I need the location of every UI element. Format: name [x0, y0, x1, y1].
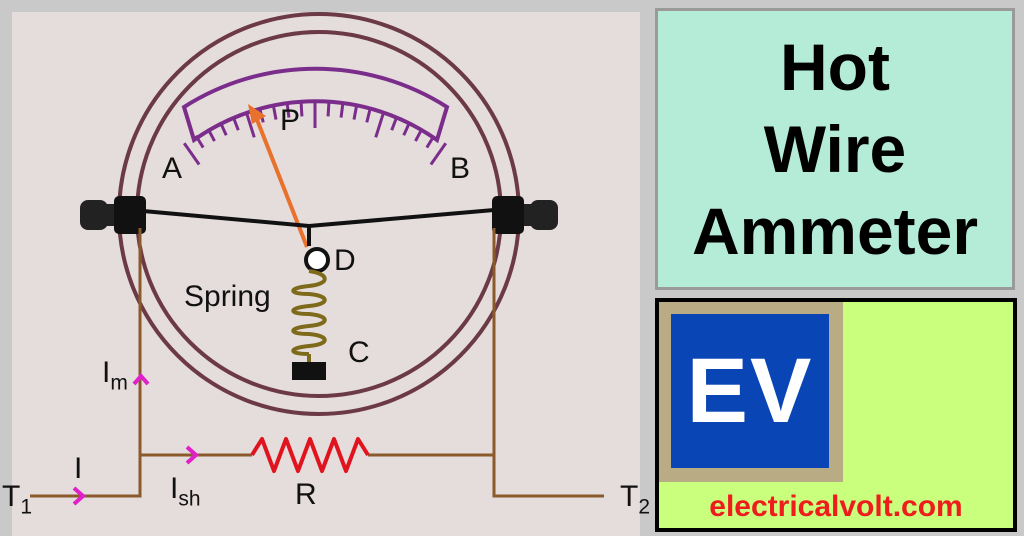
terminal-b — [492, 196, 558, 234]
diagram-drawing — [30, 12, 604, 506]
current-arrow-i — [72, 486, 87, 506]
scale-tick — [285, 103, 291, 118]
ev-logo: EV — [671, 314, 829, 468]
scale-tick — [231, 116, 240, 131]
scale-ticks — [182, 102, 448, 166]
scale-tick — [194, 134, 205, 149]
label-im-sub: m — [110, 371, 128, 395]
scale-tick — [245, 112, 256, 138]
label-t1: T1 — [2, 480, 33, 519]
hot-wire-ammeter-diagram: A B P D C Spring Im I Ish R T1 T2 — [2, 12, 650, 536]
title-line-3: Ammeter — [691, 194, 979, 268]
label-t2: T2 — [620, 480, 651, 519]
label-p: P — [280, 104, 301, 137]
title-line-1: Hot — [780, 30, 890, 104]
left-circuit-wire — [30, 228, 142, 498]
label-im-main: I — [102, 356, 111, 389]
current-arrow-ish — [185, 445, 200, 465]
scale-tick — [365, 108, 372, 123]
website-link[interactable]: electricalvolt.com — [709, 490, 963, 523]
logo-text: EV — [686, 339, 814, 442]
label-ish-main: I — [170, 472, 179, 505]
label-d: D — [334, 244, 356, 277]
label-b: B — [450, 152, 471, 185]
title-panel: Hot Wire Ammeter — [655, 8, 1015, 290]
pointer-tip — [248, 104, 266, 124]
label-t2-sub: 2 — [638, 495, 651, 519]
scale-tick — [271, 105, 278, 120]
scale-tick — [182, 142, 201, 166]
shunt-resistor — [250, 437, 370, 473]
label-r: R — [295, 478, 317, 511]
spring-coil — [291, 269, 327, 356]
scale-tick — [402, 121, 411, 136]
scale-tick — [414, 127, 424, 142]
label-a: A — [162, 152, 183, 185]
current-arrow-im — [132, 372, 150, 386]
scale-tick — [326, 102, 331, 117]
label-t1-sub: 1 — [20, 495, 33, 519]
terminal-a — [80, 196, 146, 234]
right-circuit-wire — [492, 228, 604, 498]
label-ish-sub: sh — [178, 487, 201, 511]
scale-tick — [352, 105, 359, 120]
branding-panel: EV electricalvolt.com — [655, 298, 1017, 532]
logo-frame: EV — [659, 302, 843, 482]
scale-tick — [425, 134, 436, 149]
spring-anchor-c — [292, 362, 326, 380]
scale-tick — [219, 121, 228, 136]
label-t2-main: T — [620, 480, 639, 513]
hot-wire — [131, 208, 495, 229]
label-i: I — [74, 452, 83, 485]
label-spring: Spring — [184, 280, 271, 313]
scale-tick — [339, 103, 345, 118]
scale-tick — [206, 127, 216, 142]
label-im: Im — [102, 356, 128, 395]
scale-tick — [390, 116, 399, 131]
label-ish: Ish — [170, 472, 201, 511]
scale-tick — [429, 142, 448, 166]
scale-tick — [374, 112, 385, 138]
label-c: C — [348, 336, 370, 369]
title-line-2: Wire — [763, 112, 907, 186]
point-d — [304, 247, 330, 273]
scale-tick — [299, 102, 304, 117]
label-t1-main: T — [2, 480, 21, 513]
